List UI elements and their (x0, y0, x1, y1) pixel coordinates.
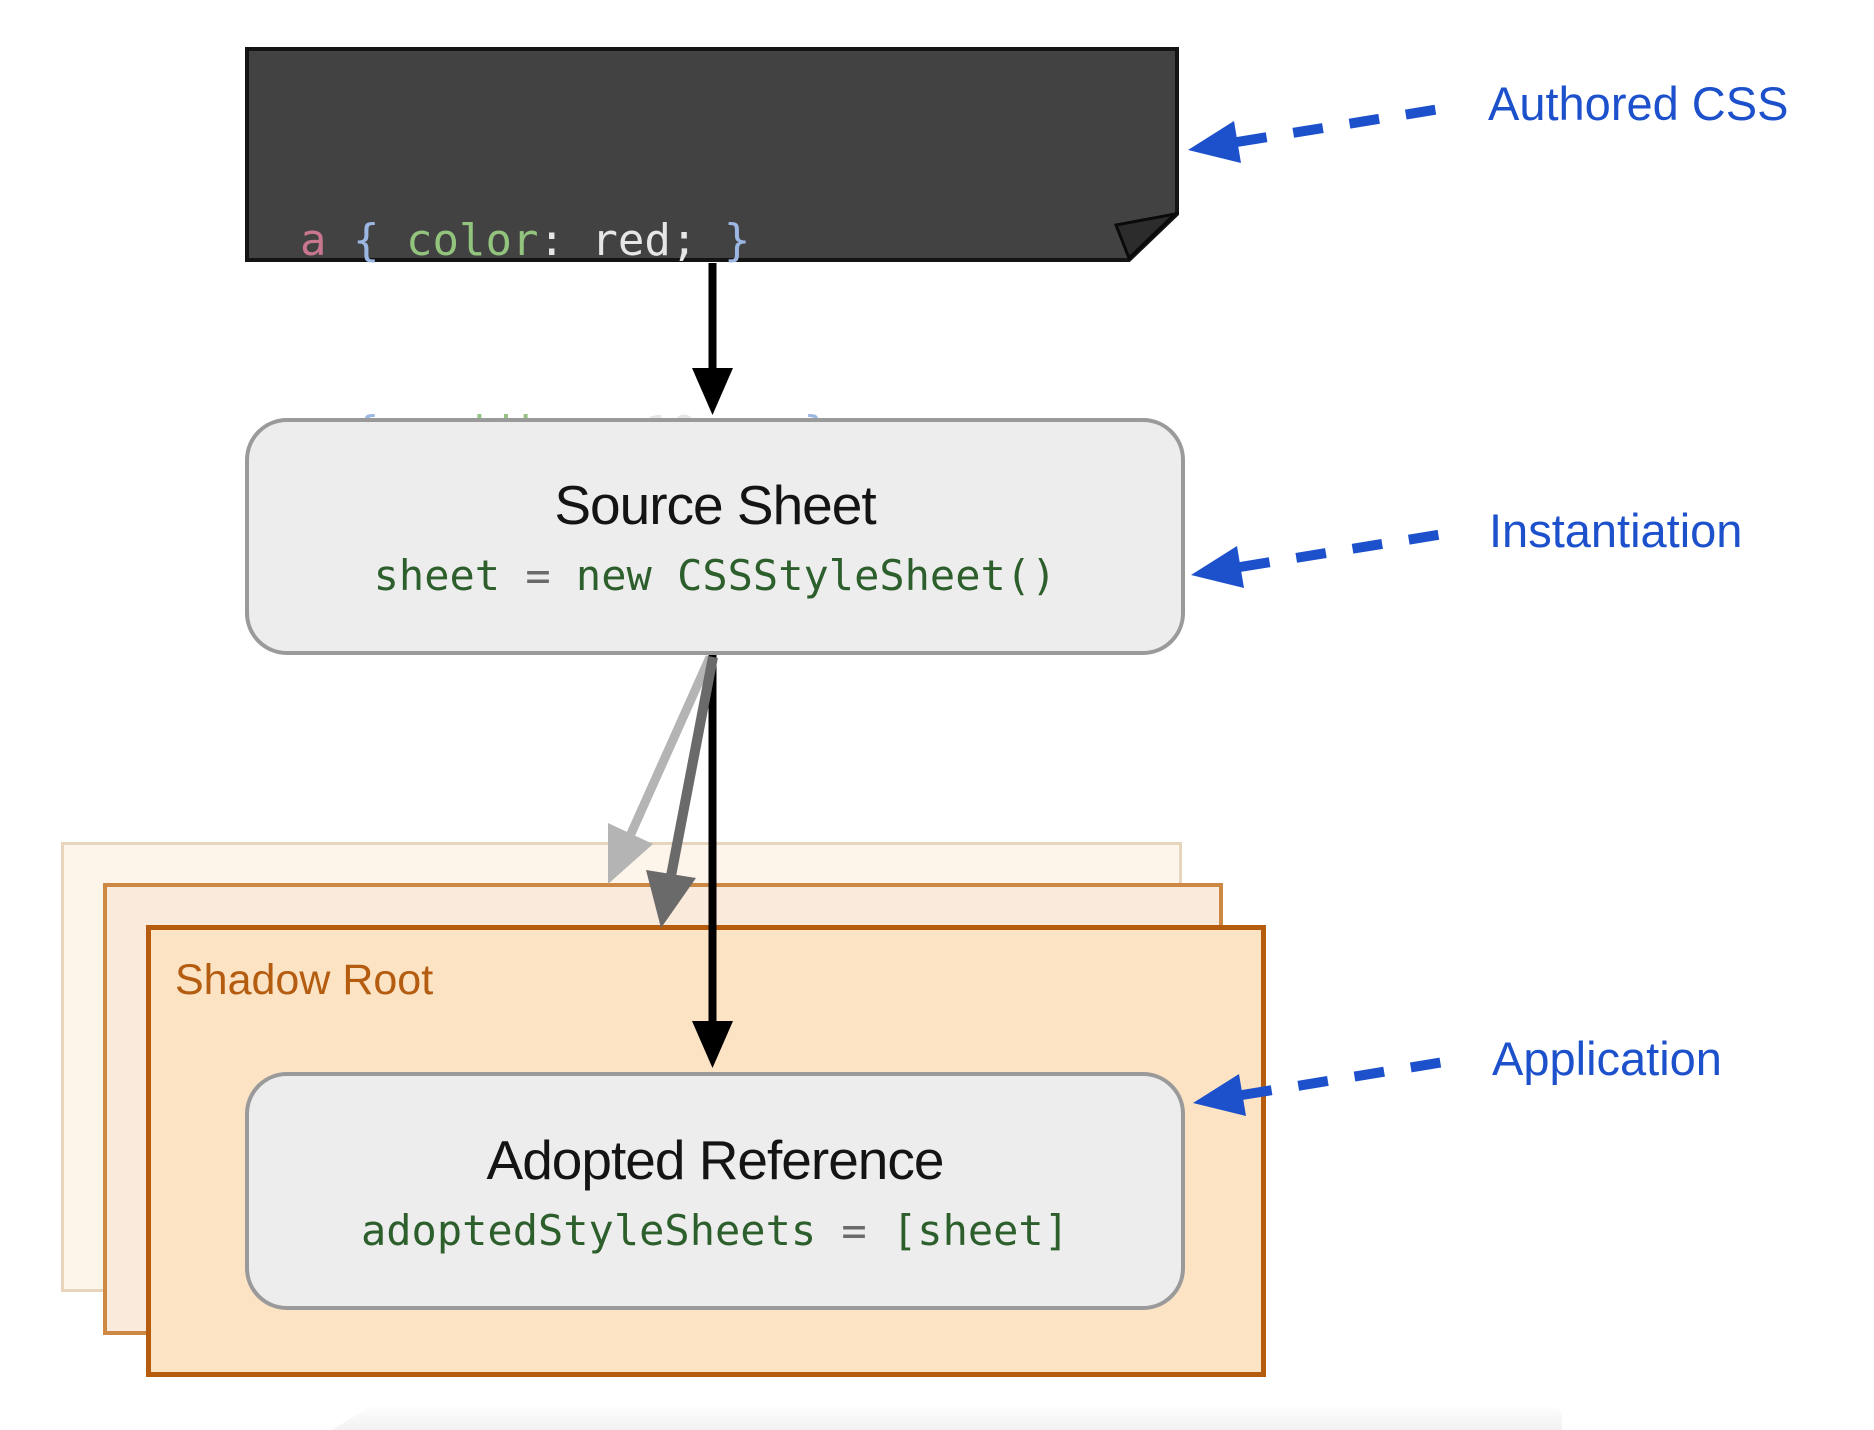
source-sheet-box: Source Sheet sheet = new CSSStyleSheet() (245, 418, 1185, 655)
css-semicolon: ; (670, 215, 724, 266)
code-token: [sheet] (892, 1205, 1070, 1255)
instantiation-label: Instantiation (1489, 504, 1743, 557)
css-selector: a (300, 215, 327, 266)
code-token: = (841, 1205, 892, 1255)
css-value: red (591, 215, 671, 266)
shadow-root-label: Shadow Root (175, 956, 434, 1004)
annotation-arrow-instantiation (1191, 526, 1463, 588)
code-token: sheet (373, 551, 526, 600)
code-token: new CSSStyleSheet() (575, 551, 1057, 600)
adopted-reference-code: adoptedStyleSheets = [sheet] (361, 1206, 1069, 1255)
css-rule-line: a { color: red; } (300, 209, 830, 273)
adopted-reference-title: Adopted Reference (486, 1128, 945, 1191)
application-label: Application (1492, 1032, 1722, 1085)
bottom-page-edge (332, 1407, 1562, 1430)
code-token: = (525, 551, 576, 600)
adopted-reference-box: Adopted Reference adoptedStyleSheets = [… (245, 1072, 1185, 1310)
annotation-arrow-authored (1188, 101, 1459, 163)
css-colon: : (538, 215, 592, 266)
css-property: color (405, 215, 539, 266)
authored-css-note: a { color: red; } p { padding: 10px; } (245, 47, 1179, 458)
note-paper-shape (245, 47, 1179, 262)
source-sheet-title: Source Sheet (554, 474, 876, 536)
css-brace: } (723, 215, 751, 266)
code-token: adoptedStyleSheets (360, 1205, 842, 1255)
authored-css-label: Authored CSS (1488, 77, 1789, 130)
source-sheet-code: sheet = new CSSStyleSheet() (374, 551, 1057, 600)
css-brace: { (326, 215, 406, 266)
